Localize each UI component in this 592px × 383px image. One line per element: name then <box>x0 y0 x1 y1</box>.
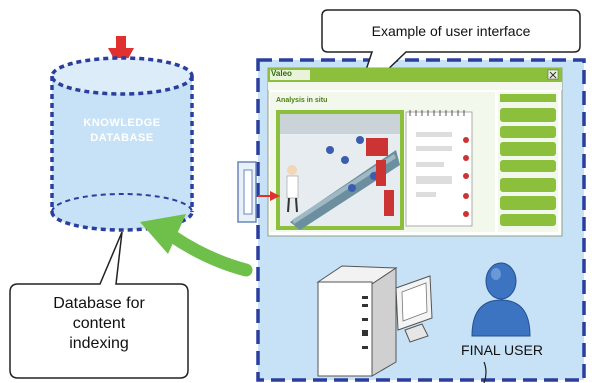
callout-bottom-shape <box>9 231 189 379</box>
callout-bottom-line2: content <box>72 315 126 332</box>
callout-top-text: Example of user interface <box>371 23 531 39</box>
red-ui-arrow <box>258 191 280 201</box>
computer-tower-icon <box>316 265 398 377</box>
ui-mock-panel-title: Analysis in situ <box>276 97 328 104</box>
callout-top-shape <box>321 9 581 101</box>
callout-bottom-text: Database for content indexing <box>10 294 188 354</box>
knowledge-database-cylinder <box>50 56 194 232</box>
database-label-line2: DATABASE <box>90 132 154 144</box>
callout-bottom-line1: Database for <box>53 295 145 312</box>
user-pointer-line <box>483 361 487 383</box>
monitor-icon <box>395 275 433 343</box>
ui-mock-window <box>267 67 563 237</box>
ui-mock-logo: Valeo <box>271 69 292 78</box>
callout-bottom-line3: indexing <box>69 335 129 352</box>
database-label: KNOWLEDGE DATABASE <box>52 116 192 146</box>
final-user-icon <box>471 262 531 337</box>
green-feedback-arrow <box>140 214 253 277</box>
connector-bracket <box>237 161 257 223</box>
final-user-label: FINAL USER <box>461 342 543 358</box>
database-label-line1: KNOWLEDGE <box>83 117 161 129</box>
